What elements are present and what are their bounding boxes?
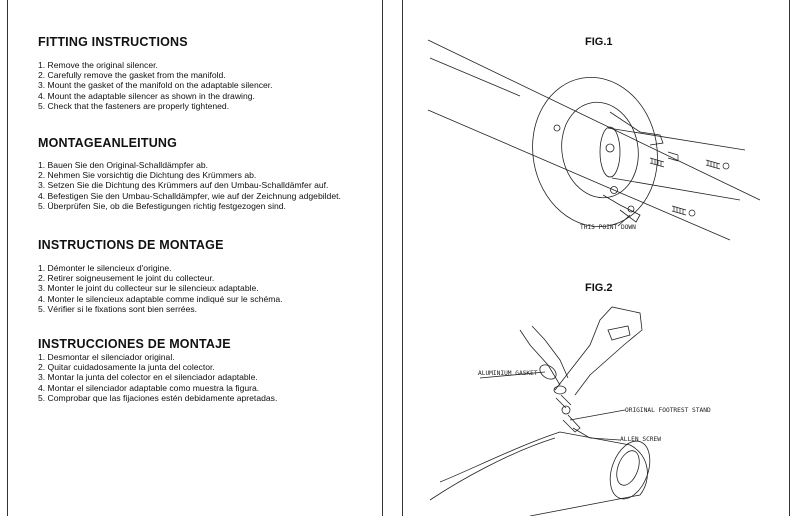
left-page-border-left: [7, 0, 8, 516]
step-item: 4. Befestigen Sie den Umbau-Schalldämpfe…: [38, 190, 341, 201]
step-item: 4. Monter le silencieux adaptable comme …: [38, 293, 283, 304]
step-item: 5. Check that the fasteners are properly…: [38, 100, 230, 111]
step-item: 2. Carefully remove the gasket from the …: [38, 70, 226, 81]
steps-list: 1. Bauen Sie den Original-Schalldämpfer …: [38, 160, 341, 211]
step-item: 4. Montar el silenciador adaptable como …: [38, 382, 260, 393]
fig2-callout-allen-screw: ALLEN SCREW: [620, 436, 661, 443]
step-item: 1. Desmontar el silenciador original.: [38, 352, 175, 362]
step-item: 5. Comprobar que las fijaciones estén de…: [38, 392, 278, 403]
step-item: 5. Vérifier si le fixations sont bien se…: [38, 303, 198, 314]
step-item: 3. Monter le joint du collecteur sur le …: [38, 283, 259, 294]
fig1-title: FIG.1: [585, 36, 613, 48]
section-heading: MONTAGEANLEITUNG: [38, 136, 178, 150]
section-es: INSTRUCCIONES DE MONTAJE 1. Desmontar el…: [38, 337, 277, 403]
step-item: 3. Montar la junta del colector en el si…: [38, 372, 258, 383]
step-item: 1. Démonter le silencieux d'origine.: [38, 263, 172, 273]
left-page-border-right: [382, 0, 383, 516]
right-page-border-left: [402, 0, 403, 516]
step-item: 3. Mount the gasket of the manifold on t…: [38, 80, 273, 91]
step-item: 1. Bauen Sie den Original-Schalldämpfer …: [38, 160, 209, 170]
section-fr: INSTRUCTIONS DE MONTAGE 1. Démonter le s…: [38, 238, 283, 314]
step-item: 1. Remove the original silencer.: [38, 60, 158, 70]
step-item: 2. Retirer soigneusement le joint du col…: [38, 273, 215, 284]
section-heading: FITTING INSTRUCTIONS: [38, 35, 188, 49]
section-heading: INSTRUCTIONS DE MONTAGE: [38, 238, 224, 252]
fig2-title: FIG.2: [585, 282, 613, 294]
step-item: 3. Setzen Sie die Dichtung des Krümmers …: [38, 180, 329, 191]
fig2-callout-aluminium-gasket: ALUMINIUM GASKET: [478, 370, 538, 377]
step-item: 5. Überprüfen Sie, ob die Befestigungen …: [38, 200, 286, 211]
fig1-callout-this-point-down: THIS POINT DOWN: [580, 224, 636, 231]
section-de: MONTAGEANLEITUNG 1. Bauen Sie den Origin…: [38, 136, 341, 211]
section-heading: INSTRUCCIONES DE MONTAJE: [38, 337, 231, 351]
step-item: 4. Mount the adaptable silencer as shown…: [38, 90, 255, 101]
steps-list: 1. Démonter le silencieux d'origine. 2. …: [38, 263, 283, 314]
section-en: FITTING INSTRUCTIONS 1. Remove the origi…: [38, 35, 273, 111]
fig2-callout-original-footrest-stand: ORIGINAL FOOTREST STAND: [625, 407, 711, 414]
steps-list: 1. Remove the original silencer. 2. Care…: [38, 60, 273, 111]
right-page-border-right: [789, 0, 790, 516]
step-item: 2. Quitar cuidadosamente la junta del co…: [38, 362, 215, 373]
steps-list: 1. Desmontar el silenciador original. 2.…: [38, 352, 277, 403]
step-item: 2. Nehmen Sie vorsichtig die Dichtung de…: [38, 170, 257, 181]
